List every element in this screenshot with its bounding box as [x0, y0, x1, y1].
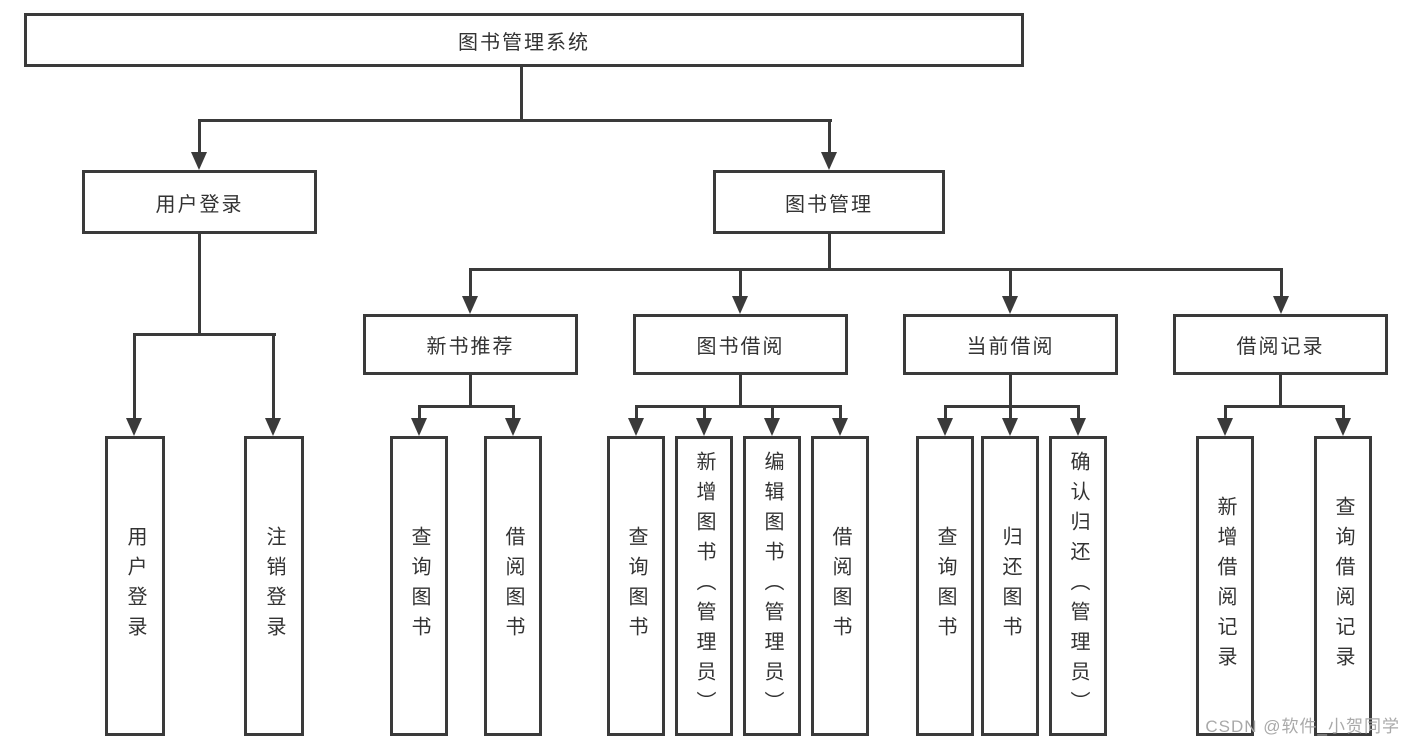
csdn-watermark: CSDN @软件_小贺同学 — [1205, 717, 1400, 736]
arrow-down-icon — [1002, 296, 1018, 314]
arrow-down-icon — [126, 418, 142, 436]
arrow-stem — [198, 119, 201, 152]
arrow-stem — [272, 333, 275, 418]
node-user-login-label: 用户登录 — [155, 193, 244, 216]
node-current-borrow-label: 当前借阅 — [966, 336, 1055, 358]
leaf-logout-label: 注销登录 — [263, 526, 285, 646]
node-root-label: 图书管理系统 — [458, 31, 590, 54]
arrow-down-icon — [696, 418, 712, 436]
arrow-down-icon — [191, 152, 207, 170]
node-book-borrow-label: 图书借阅 — [696, 336, 785, 358]
arrow-down-icon — [1335, 418, 1351, 436]
leaf-newbooks-query-label: 查询图书 — [408, 526, 430, 646]
arrow-down-icon — [1217, 418, 1233, 436]
connector-line — [469, 375, 472, 405]
connector-line — [944, 405, 1080, 408]
arrow-down-icon — [505, 418, 521, 436]
leaf-user-login: 用户登录 — [105, 436, 165, 736]
arrow-down-icon — [937, 418, 953, 436]
leaf-borrow-query-label: 查询图书 — [625, 526, 647, 646]
connector-line — [635, 405, 841, 408]
node-book-borrow: 图书借阅 — [633, 314, 848, 375]
arrow-stem — [133, 333, 136, 418]
leaf-borrow-borrow-label: 借阅图书 — [829, 526, 851, 646]
arrow-down-icon — [411, 418, 427, 436]
connector-line — [1009, 375, 1012, 405]
leaf-records-query: 查询借阅记录 — [1314, 436, 1372, 736]
leaf-borrow-query: 查询图书 — [607, 436, 665, 736]
arrow-down-icon — [1002, 418, 1018, 436]
leaf-current-query: 查询图书 — [916, 436, 974, 736]
arrow-down-icon — [732, 296, 748, 314]
leaf-records-add-label: 新增借阅记录 — [1214, 496, 1236, 676]
node-user-login: 用户登录 — [82, 170, 317, 234]
arrow-down-icon — [832, 418, 848, 436]
node-book-mgmt-label: 图书管理 — [785, 193, 873, 216]
arrow-stem — [771, 405, 774, 418]
leaf-logout: 注销登录 — [244, 436, 304, 736]
arrow-down-icon — [1273, 296, 1289, 314]
arrow-stem — [469, 268, 472, 296]
arrow-stem — [703, 405, 706, 418]
arrow-stem — [1009, 405, 1012, 418]
leaf-user-login-label: 用户登录 — [124, 526, 146, 646]
arrow-stem — [1280, 268, 1283, 296]
leaf-borrow-borrow: 借阅图书 — [811, 436, 869, 736]
leaf-records-query-label: 查询借阅记录 — [1332, 496, 1354, 676]
arrow-stem — [418, 405, 421, 418]
arrow-stem — [1224, 405, 1227, 418]
connector-line — [469, 268, 1283, 271]
leaf-current-return: 归还图书 — [981, 436, 1039, 736]
leaf-newbooks-borrow: 借阅图书 — [484, 436, 542, 736]
arrow-stem — [839, 405, 842, 418]
arrow-stem — [739, 268, 742, 296]
connector-line — [1224, 405, 1345, 408]
leaf-borrow-edit: 编辑图书（管理员） — [743, 436, 801, 736]
arrow-stem — [1342, 405, 1345, 418]
arrow-stem — [635, 405, 638, 418]
leaf-current-confirm: 确认归还（管理员） — [1049, 436, 1107, 736]
leaf-borrow-add-label: 新增图书（管理员） — [693, 451, 715, 721]
connector-line — [133, 333, 276, 336]
arrow-down-icon — [1070, 418, 1086, 436]
leaf-newbooks-borrow-label: 借阅图书 — [502, 526, 524, 646]
connector-line — [418, 405, 515, 408]
arrow-down-icon — [764, 418, 780, 436]
leaf-current-query-label: 查询图书 — [934, 526, 956, 646]
leaf-current-confirm-label: 确认归还（管理员） — [1067, 451, 1089, 721]
connector-line — [520, 67, 523, 119]
arrow-stem — [512, 405, 515, 418]
arrow-stem — [944, 405, 947, 418]
connector-line — [198, 234, 201, 333]
arrow-down-icon — [821, 152, 837, 170]
node-borrow-records: 借阅记录 — [1173, 314, 1388, 375]
node-new-books: 新书推荐 — [363, 314, 578, 375]
connector-line — [828, 234, 831, 268]
arrow-down-icon — [462, 296, 478, 314]
connector-line — [1279, 375, 1282, 405]
connector-line — [739, 375, 742, 405]
node-root: 图书管理系统 — [24, 13, 1024, 67]
leaf-borrow-add: 新增图书（管理员） — [675, 436, 733, 736]
arrow-stem — [1009, 268, 1012, 296]
leaf-current-return-label: 归还图书 — [999, 526, 1021, 646]
arrow-stem — [1077, 405, 1080, 418]
arrow-down-icon — [628, 418, 644, 436]
connector-line — [198, 119, 832, 122]
leaf-newbooks-query: 查询图书 — [390, 436, 448, 736]
node-current-borrow: 当前借阅 — [903, 314, 1118, 375]
leaf-records-add: 新增借阅记录 — [1196, 436, 1254, 736]
arrow-stem — [828, 119, 831, 152]
node-book-mgmt: 图书管理 — [713, 170, 945, 234]
leaf-borrow-edit-label: 编辑图书（管理员） — [761, 451, 783, 721]
arrow-down-icon — [265, 418, 281, 436]
node-borrow-records-label: 借阅记录 — [1236, 336, 1325, 358]
node-new-books-label: 新书推荐 — [426, 336, 515, 358]
